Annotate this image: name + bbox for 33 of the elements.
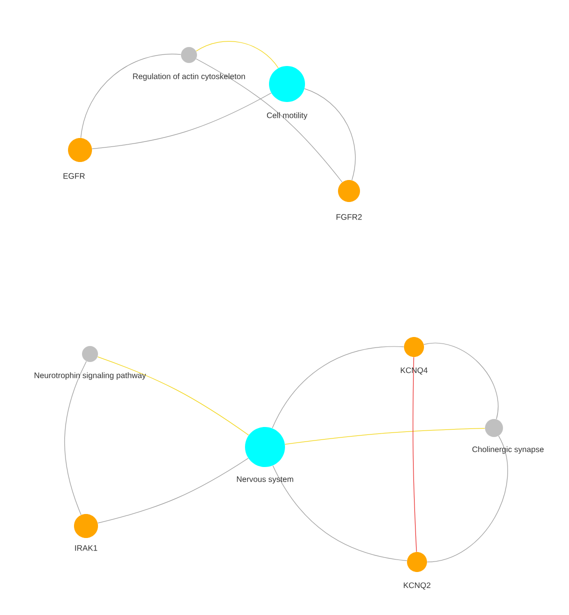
connector [412, 356, 417, 552]
node-label: Regulation of actin cytoskeleton [133, 73, 245, 81]
node-circle [181, 47, 197, 63]
node-label: Cholinergic synapse [472, 446, 544, 454]
node-circle [74, 514, 98, 538]
node-circle [269, 66, 305, 102]
node-label: EGFR [64, 173, 85, 179]
node-label: FGFR2 [336, 214, 362, 220]
node-circle [485, 419, 503, 437]
node-circle [404, 337, 424, 357]
connector [196, 58, 342, 182]
connector [98, 458, 249, 524]
node-circle [245, 427, 285, 467]
connector [196, 41, 279, 68]
node-label: KCNQ2 [404, 582, 430, 590]
node-circle [338, 180, 360, 202]
connector [284, 428, 486, 445]
node-label: Nervous system [236, 476, 294, 484]
node-circle [68, 138, 92, 162]
connector [272, 346, 404, 428]
connector [272, 465, 408, 562]
connector [92, 92, 272, 150]
connector [80, 54, 182, 138]
node-circle [407, 552, 427, 572]
node-label: IRAK1 [75, 545, 98, 551]
connector [64, 361, 87, 516]
connector [97, 356, 249, 436]
node-circle [82, 346, 98, 362]
connector [424, 342, 498, 420]
connector [304, 88, 356, 180]
connector [426, 436, 508, 562]
node-label: Neurotrophin signaling pathway [34, 372, 146, 380]
node-label: Cell motility [266, 112, 308, 120]
